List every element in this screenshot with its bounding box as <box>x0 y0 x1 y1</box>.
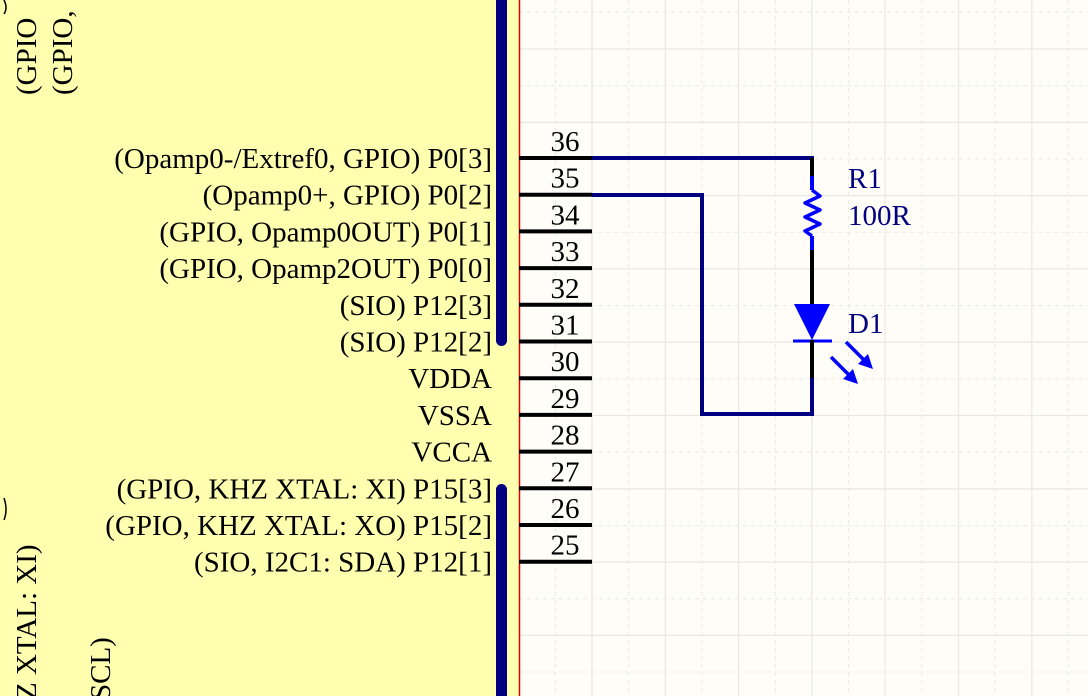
pin-number: 34 <box>551 199 581 231</box>
pin-group-bar-upper <box>496 0 507 346</box>
pin-number: 33 <box>551 236 580 268</box>
pin-label: (SIO, I2C1: SDA) P12[1] <box>194 547 492 579</box>
pin-25[interactable]: 25 (SIO, I2C1: SDA) P12[1] <box>194 530 592 579</box>
pin-label: VCCA <box>411 437 492 469</box>
pin-label: VSSA <box>418 400 492 432</box>
pin-number: 35 <box>551 163 580 195</box>
pin-label: (Opamp0+, GPIO) P0[2] <box>203 180 492 212</box>
partial-glyph <box>3 497 7 521</box>
pin-33[interactable]: 33 (GPIO, Opamp2OUT) P0[0] <box>159 236 592 285</box>
pin-label: (SIO) P12[3] <box>340 290 492 322</box>
pin-number: 31 <box>551 310 580 342</box>
pin-35[interactable]: 35 (Opamp0+, GPIO) P0[2] <box>203 163 592 212</box>
diode-triangle-icon <box>794 304 830 340</box>
pin-number: 25 <box>551 530 580 562</box>
pin-number: 27 <box>551 456 580 488</box>
pin-number: 28 <box>551 420 580 452</box>
pin-group-bar-lower <box>496 484 507 696</box>
pin-34[interactable]: 34 (GPIO, Opamp0OUT) P0[1] <box>159 199 592 248</box>
pin-number: 36 <box>551 126 580 158</box>
light-emission-arrows-icon <box>829 340 873 384</box>
pin-label: (GPIO, Opamp0OUT) P0[1] <box>159 216 492 248</box>
pin-label: (SIO) P12[2] <box>340 327 492 359</box>
rotated-pin-label: (GPIO <box>11 18 43 95</box>
pin-number: 29 <box>551 383 580 415</box>
pin-number: 30 <box>551 346 580 378</box>
pin-31[interactable]: 31 (SIO) P12[2] <box>340 310 592 359</box>
grid <box>519 0 1088 696</box>
led-designator[interactable]: D1 <box>848 308 883 340</box>
pin-26[interactable]: 26 (GPIO, KHZ XTAL: XO) P15[2] <box>105 493 592 542</box>
led-d1[interactable]: D1 <box>793 268 883 384</box>
pin-36[interactable]: 36 (Opamp0-/Extref0, GPIO) P0[3] <box>114 126 592 175</box>
rotated-pin-label: SCL) <box>85 637 117 696</box>
pin-label: (GPIO, KHZ XTAL: XI) P15[3] <box>117 473 492 505</box>
pin-32[interactable]: 32 (SIO) P12[3] <box>340 273 592 322</box>
pin-label: (GPIO, KHZ XTAL: XO) P15[2] <box>105 510 492 542</box>
resistor-designator[interactable]: R1 <box>848 163 882 195</box>
pin-label: VDDA <box>408 363 492 395</box>
rotated-pin-label: Z XTAL: XI) <box>11 544 43 696</box>
partial-glyph <box>3 0 7 15</box>
pin-label: (GPIO, Opamp2OUT) P0[0] <box>159 253 492 285</box>
resistor-value[interactable]: 100R <box>848 200 912 232</box>
pin-number: 32 <box>551 273 580 305</box>
pin-list: 36 (Opamp0-/Extref0, GPIO) P0[3] 35 (Opamp0… <box>105 126 592 579</box>
resistor-r1[interactable]: R1 100R <box>803 158 912 268</box>
resistor-zigzag-icon <box>803 188 822 238</box>
rotated-pin-label: (GPIO, <box>47 10 79 95</box>
component-u1[interactable]: (GPIO (GPIO, Z XTAL: XI) SCL) 36 (Opamp0-… <box>0 0 592 696</box>
wire-net-p0-2[interactable] <box>592 193 814 416</box>
pin-27[interactable]: 27 (GPIO, KHZ XTAL: XI) P15[3] <box>117 456 592 505</box>
component-body[interactable] <box>0 0 519 696</box>
pin-label: (Opamp0-/Extref0, GPIO) P0[3] <box>114 143 492 175</box>
pin-number: 26 <box>551 493 580 525</box>
